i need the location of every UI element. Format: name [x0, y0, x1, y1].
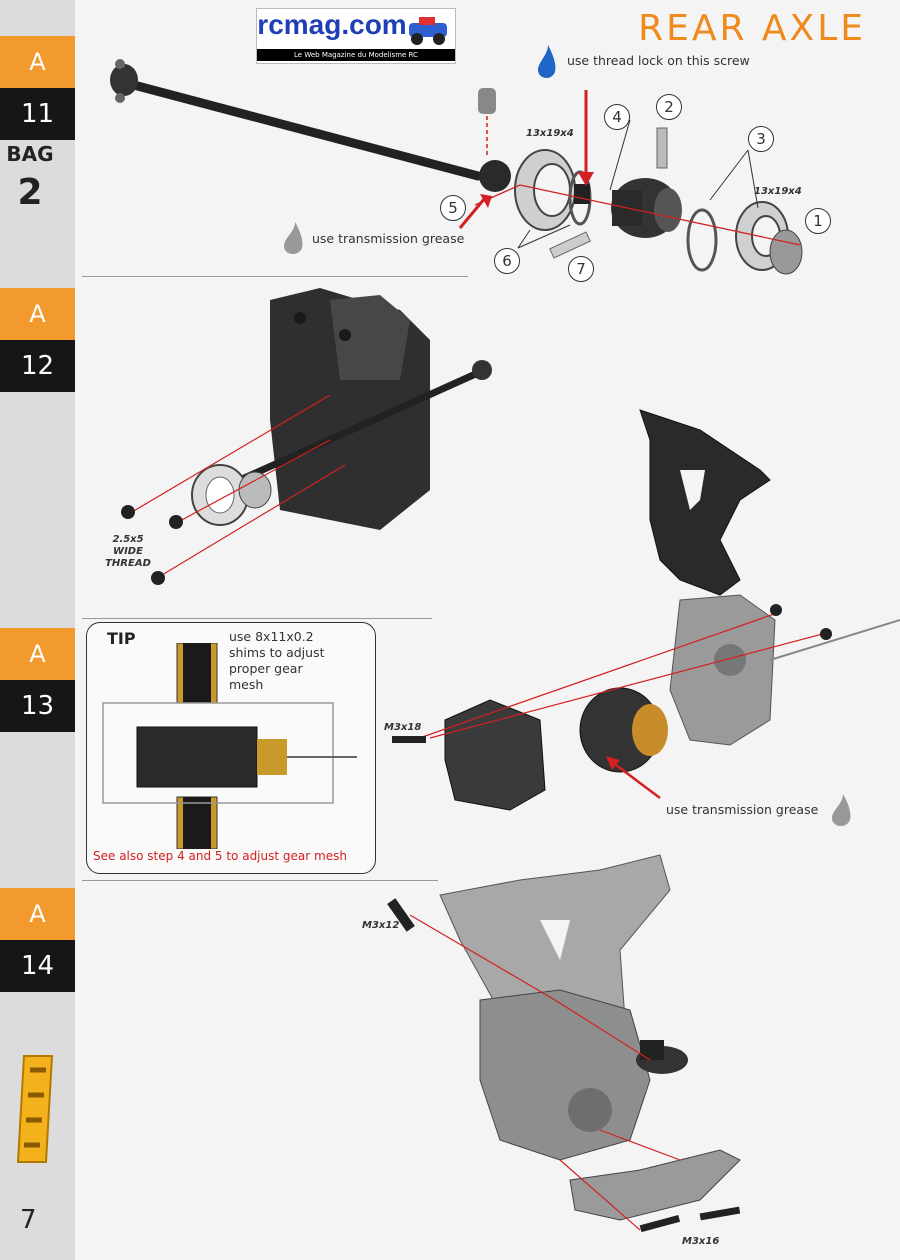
tip-box: TIP use 8x11x0.2 shims to adjust proper … [86, 622, 376, 874]
step13-screw-label: M3x18 [384, 722, 422, 733]
logo-subtitle: Le Web Magazine du Modelisme RC [257, 49, 455, 61]
rc-car-icon [409, 17, 447, 45]
set-screw-icon [574, 184, 590, 204]
brand-logo-icon [16, 1055, 54, 1163]
divider-step-12 [82, 618, 432, 619]
page-title: REAR AXLE [638, 8, 866, 49]
step-14-number-tab: 14 [0, 940, 75, 992]
carbon-shock-tower-icon [639, 409, 771, 596]
step12-screw-label: 2.5x5 WIDE THREAD [105, 534, 151, 569]
tip-gear-mesh-illustration-icon [102, 643, 357, 849]
thread-lock-drop-icon [538, 45, 556, 78]
callout-1: 1 [805, 208, 831, 234]
shim-right-icon [686, 208, 718, 272]
tip-title: TIP [107, 629, 136, 648]
screw-icon [770, 604, 782, 616]
bearing-size-right: 13x19x4 [754, 186, 802, 197]
driveshaft-icon [110, 59, 511, 192]
callout-2: 2 [656, 94, 682, 120]
step12-driveshaft-icon [238, 368, 482, 484]
grease-note-step-11: use transmission grease [312, 231, 465, 246]
tip-text: use 8x11x0.2 shims to adjust proper gear… [229, 629, 325, 692]
pin-top-icon [478, 88, 496, 158]
screw-icon [151, 571, 165, 585]
screw-icon [387, 898, 415, 932]
step-12-number-tab: 12 [0, 340, 75, 392]
pinion-gear-icon [769, 229, 803, 275]
callout-4: 4 [604, 104, 630, 130]
drive-pin-icon [549, 231, 591, 259]
callout-7: 7 [568, 256, 594, 282]
step-12-letter-tab: A [0, 288, 75, 340]
callout-6: 6 [494, 248, 520, 274]
rcmag-logo: rcmag.com Le Web Magazine du Modelisme R… [256, 8, 456, 64]
step14-screw-label-top: M3x12 [362, 920, 400, 931]
callout-5: 5 [440, 195, 466, 221]
diff-outdrive-icon [611, 178, 682, 238]
step-14-letter-tab: A [0, 888, 75, 940]
rear-gearbox-assembly-icon [669, 594, 776, 746]
screw-icon [121, 505, 135, 519]
logo-text: rcmag.com [257, 9, 407, 40]
screw-icon [169, 515, 183, 529]
bag-number: 2 [17, 172, 43, 213]
differential-icon [579, 687, 668, 773]
page-number: 7 [20, 1205, 37, 1235]
bag-label: BAG [6, 142, 54, 166]
step-13-letter-tab: A [0, 628, 75, 680]
screw-icon [392, 736, 426, 743]
screw-icon [699, 1206, 741, 1221]
pin-icon [656, 127, 668, 169]
tip-red-note: See also step 4 and 5 to adjust gear mes… [93, 849, 347, 863]
screw-icon [820, 628, 832, 640]
thread-lock-note: use thread lock on this screw [567, 53, 750, 68]
grease-drop-icon [832, 794, 851, 826]
grease-note-step-13: use transmission grease [666, 802, 819, 817]
gearbox-cover-icon [444, 699, 546, 811]
grease-drop-icon [284, 222, 303, 254]
gearbox-housing-icon [270, 288, 430, 530]
callout-3: 3 [748, 126, 774, 152]
sidebar: A 11 BAG 2 A 12 A 13 A 14 7 [0, 0, 75, 1260]
screw-icon [639, 1214, 681, 1233]
divider-step-13 [82, 880, 438, 881]
step12-bearing-icon [191, 464, 272, 526]
step14-gearbox-icon [479, 989, 651, 1161]
step-11-letter-tab: A [0, 36, 75, 88]
step14-screw-label-bottom: M3x16 [682, 1236, 720, 1247]
step-13-number-tab: 13 [0, 680, 75, 732]
body-mount-icon [636, 1040, 688, 1074]
step-11-number-tab: 11 [0, 88, 75, 140]
divider-step-11 [82, 276, 468, 277]
bearing-size-left: 13x19x4 [526, 128, 574, 139]
rear-brace-icon [569, 1149, 741, 1221]
